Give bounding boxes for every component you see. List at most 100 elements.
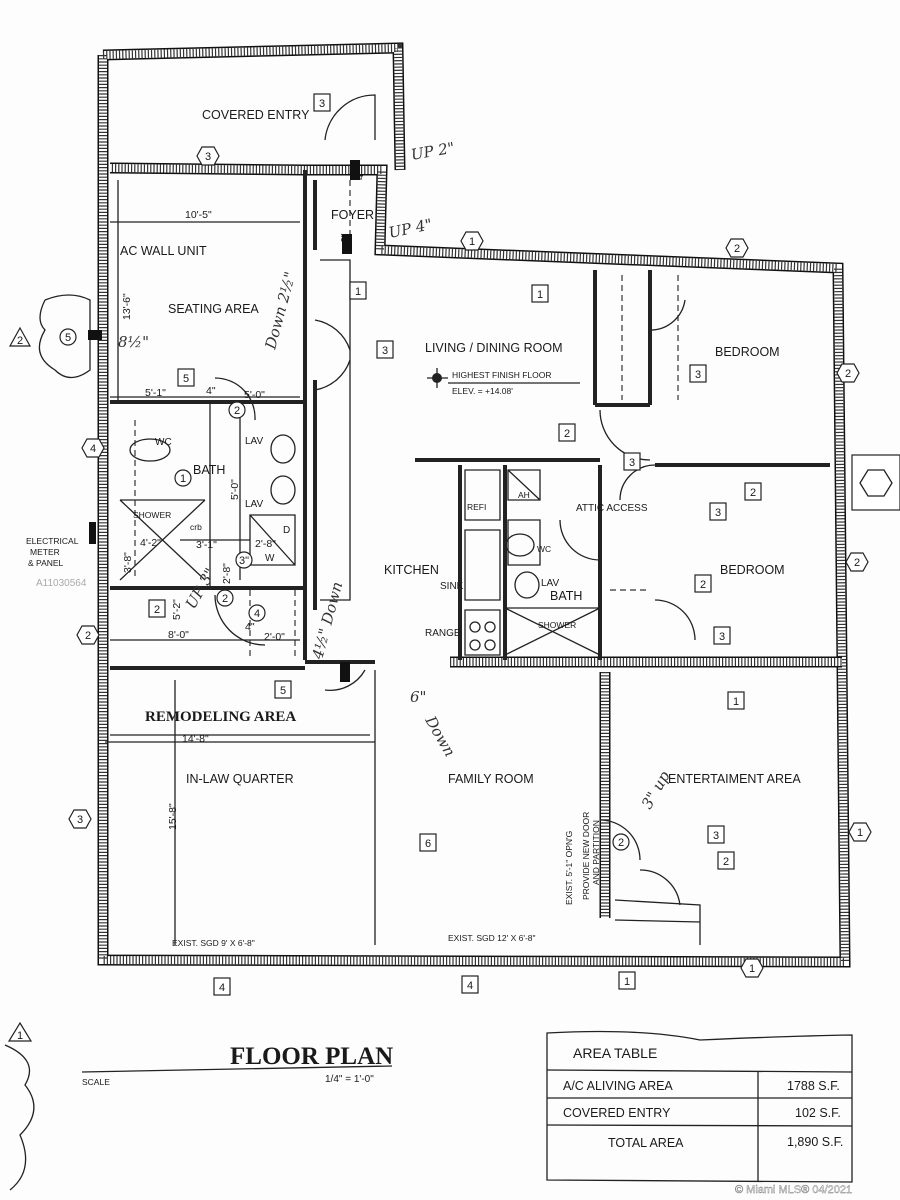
label-electrical-2: METER (30, 547, 60, 557)
label-refrigerator: REFI (467, 502, 486, 512)
dim-10-5: 10'-5" (185, 209, 212, 221)
note-down-2: Down 2½" (261, 270, 299, 352)
window-tag: 1 (749, 963, 755, 975)
dim-5-0: 5'-0" (244, 389, 265, 401)
listing-id-watermark: A11030564 (36, 578, 87, 589)
revision-tag: 2 (17, 335, 23, 347)
label-lav-1: LAV (245, 436, 263, 447)
room-bath-1: BATH (193, 463, 225, 477)
callout-box: 2 (154, 604, 160, 616)
callout-box: 3 (713, 830, 719, 842)
area-table: AREA TABLE A/C ALIVING AREA 1788 S.F. CO… (546, 1030, 853, 1183)
note-sgd-1: EXIST. SGD 9' X 6'-8" (172, 938, 255, 948)
note-8-half: 8½" (118, 333, 149, 351)
callout-box: 1 (624, 976, 630, 988)
door-tag: 2 (618, 837, 624, 849)
room-kitchen: KITCHEN (384, 563, 439, 577)
door-tags: 5 2 1 2 4 3" 2 (59, 328, 630, 851)
room-in-law-quarter: IN-LAW QUARTER (186, 772, 294, 786)
label-shower-1: SHOWER (133, 510, 171, 520)
door-tag: 5 (65, 332, 71, 344)
callout-box: 3 (382, 345, 388, 357)
note-sgd-2: EXIST. SGD 12' X 6'-8" (448, 933, 536, 943)
window-tag: 2 (734, 243, 740, 255)
dim-13-6: 13'-6" (121, 293, 133, 320)
room-family: FAMILY ROOM (448, 772, 534, 786)
dim-2-8-b: 2'-8" (221, 563, 233, 584)
room-bedroom-1: BEDROOM (715, 345, 780, 359)
dim-2-8: 2'-8" (255, 538, 276, 550)
window-tag: 3 (205, 151, 211, 163)
window-tag: 4 (90, 443, 96, 455)
room-covered-entry: COVERED ENTRY (202, 108, 310, 122)
window-tag: 3 (77, 814, 83, 826)
room-labels: COVERED ENTRY FOYER AC WALL UNIT SEATING… (120, 108, 801, 786)
label-sink: SINK (440, 581, 464, 592)
door-tag: 1 (180, 473, 186, 485)
callout-box: 1 (537, 289, 543, 301)
area-row-label: A/C ALIVING AREA (563, 1079, 673, 1093)
label-dryer: D (283, 525, 290, 536)
dim-4: 4" (206, 385, 216, 397)
window-tag: 2 (85, 630, 91, 642)
window-tag: 1 (857, 827, 863, 839)
note-opening: EXIST. 5'-1" OPN'G (564, 831, 574, 905)
area-row-value: 1788 S.F. (787, 1079, 840, 1093)
callout-box: 1 (733, 696, 739, 708)
window-tag: 2 (845, 368, 851, 380)
revision-tags: 2 1 (7, 326, 33, 1042)
note-down: Down (421, 712, 459, 760)
callout-box: 2 (700, 579, 706, 591)
room-bath-2: BATH (550, 589, 582, 603)
revision-tag: 1 (17, 1030, 23, 1042)
room-bedroom-2: BEDROOM (720, 563, 785, 577)
dim-14-8: 14'-8" (182, 733, 209, 745)
callout-box: 2 (723, 856, 729, 868)
dim-3-1: 3'-1" (196, 539, 217, 551)
callout-box: 3 (629, 457, 635, 469)
elevation-value: ELEV. = +14.08' (452, 386, 513, 396)
window-tag: 2 (854, 557, 860, 569)
dim-8-0: 8'-0" (168, 629, 189, 641)
note-provide-1: PROVIDE NEW DOOR (581, 812, 591, 900)
scale-value: 1/4" = 1'-0" (325, 1074, 374, 1085)
door-tag: 2 (222, 593, 228, 605)
dimensions: 10'-5" 13'-6" 5'-1" 4" 5'-0" 5'-0" 3'-8"… (88, 160, 366, 830)
dim-4-b: 4" (245, 621, 255, 633)
window-tags: 3 1 2 2 4 2 2 3 1 1 (68, 146, 872, 978)
callout-box: 3 (715, 507, 721, 519)
callout-box: 6 (425, 838, 431, 850)
dim-5-0-b: 5'-0" (229, 479, 241, 500)
callout-boxes: 3 1 1 3 3 5 2 3 2 3 2 2 3 5 1 6 2 3 4 4 … (148, 93, 762, 996)
label-electrical-3: & PANEL (28, 558, 64, 568)
label-curb: crb (190, 522, 202, 532)
title-block: FLOOR PLAN SCALE 1/4" = 1'-0" (81, 1043, 393, 1087)
highest-finish-floor-label: HIGHEST FINISH FLOOR (452, 370, 552, 380)
label-lav-2: LAV (245, 499, 263, 510)
dim-5-1: 5'-1" (145, 387, 166, 399)
label-air-handler: AH (518, 490, 530, 500)
interior-walls (4, 94, 900, 1191)
area-row-value: 1,890 S.F. (787, 1135, 843, 1149)
label-shower-2: SHOWER (538, 620, 576, 630)
dim-3-8: 3'-8" (122, 552, 134, 573)
door-tag: 2 (234, 405, 240, 417)
callout-box: 5 (183, 373, 189, 385)
note-6: 6" (410, 688, 426, 706)
label-ac-wall-unit: AC WALL UNIT (120, 244, 207, 258)
note-3-up: 3" up (638, 768, 674, 812)
dim-15-8: 15'-8" (167, 803, 179, 830)
callout-box: 3 (695, 369, 701, 381)
room-entertainment-area: ENTERTAIMENT AREA (668, 772, 801, 786)
area-row-label: TOTAL AREA (608, 1136, 684, 1150)
room-living-dining: LIVING / DINING ROOM (425, 341, 563, 355)
door-tag: 3" (239, 555, 249, 567)
label-wc-1: WC (155, 437, 172, 448)
callout-box: 1 (355, 286, 361, 298)
door-tag: 4 (254, 608, 260, 620)
label-wc-2: WC (537, 544, 551, 554)
label-attic-access: ATTIC ACCESS (576, 503, 648, 514)
area-row-label: COVERED ENTRY (563, 1106, 671, 1120)
note-provide-2: AND PARTITION (591, 820, 601, 885)
